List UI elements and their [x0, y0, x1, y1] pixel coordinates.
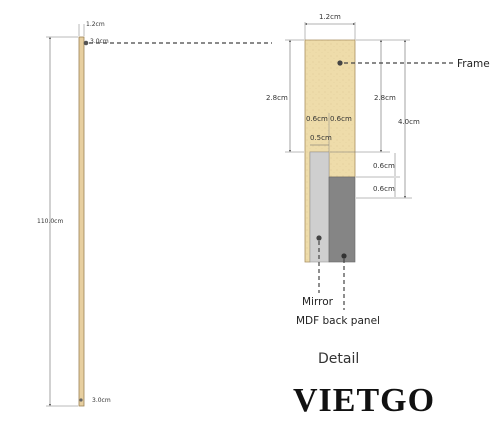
detail-title: Detail [318, 351, 359, 367]
frame-callout-dot [337, 60, 343, 66]
strip-width-dim: 1.2cm [86, 21, 105, 28]
mirror-label: Mirror [302, 296, 334, 308]
frame-label: Frame [457, 58, 490, 70]
rebate-left-dim: 0.6cm [306, 115, 328, 123]
rebate-right-dim: 0.6cm [330, 115, 352, 123]
mirror-thickness-dim: 0.5cm [310, 134, 332, 142]
step-upper-dim: 0.6cm [373, 162, 395, 170]
right-height-dim: 2.8cm [374, 94, 396, 102]
mdf-callout-dot [341, 253, 347, 259]
left-height-dim: 2.8cm [266, 94, 288, 102]
mdf-back-panel [328, 176, 356, 263]
mdf-label: MDF back panel [296, 315, 380, 327]
strip-length-dim: 110.0cm [37, 218, 63, 225]
strip-top-offset-dim: 3.0cm [90, 38, 109, 45]
brand-logo-text: VIETGO [293, 382, 435, 419]
width-dim: 1.2cm [319, 13, 341, 21]
step-lower-dim: 0.6cm [373, 185, 395, 193]
strip-bottom-offset-dim: 3.0cm [92, 397, 111, 404]
side-strip [78, 36, 85, 407]
total-height-dim: 4.0cm [398, 118, 420, 126]
mirror-callout-dot [316, 235, 322, 241]
side-strip-view: 1.2cm 3.0cm 110.0cm 3.0cm [37, 21, 272, 407]
top-screw-hole [83, 40, 89, 46]
bottom-screw-hole [79, 398, 83, 402]
mirror-panel [309, 151, 330, 263]
cross-section-detail: 1.2cm 2.8cm 0.6cm 0.6cm 0.5cm 2.8cm 4.0c… [266, 13, 490, 367]
